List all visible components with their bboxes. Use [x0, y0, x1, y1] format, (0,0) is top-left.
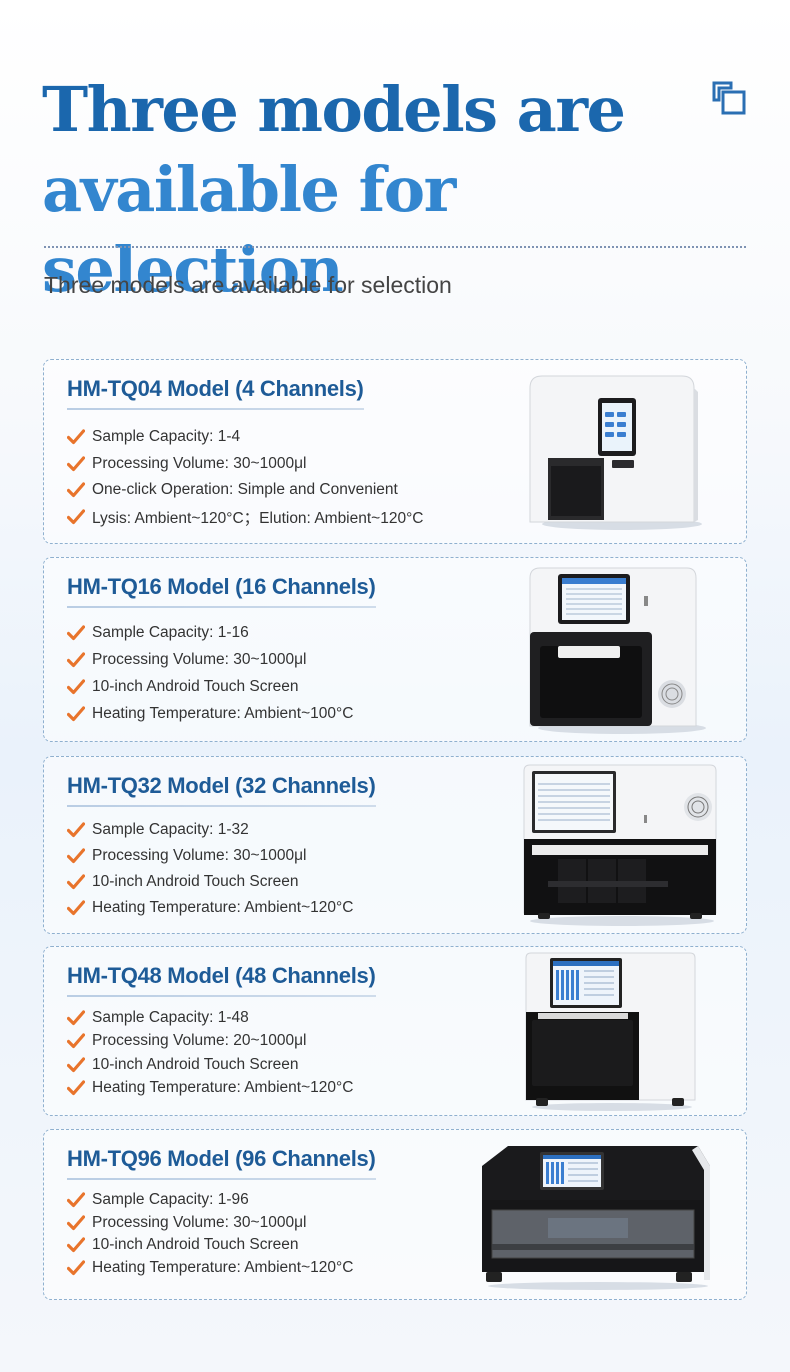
feature-text: Processing Volume: 30~1000μl	[92, 1213, 307, 1231]
check-icon	[67, 429, 85, 445]
check-icon	[67, 625, 85, 641]
model-card-tq48: HM-TQ48 Model (48 Channels) Sample Capac…	[43, 946, 747, 1116]
check-icon	[67, 509, 85, 524]
divider	[44, 246, 746, 248]
device-image-tq96	[482, 1146, 710, 1290]
hero-title: Three models are available for selection	[42, 70, 692, 310]
feature-text: Sample Capacity: 1-16	[92, 624, 249, 642]
feature-text: 10-inch Android Touch Screen	[92, 1055, 299, 1073]
feature-item: Heating Temperature: Ambient~100°C	[67, 700, 353, 727]
feature-item: 10-inch Android Touch Screen	[67, 674, 353, 701]
feature-text: Heating Temperature: Ambient~120°C	[92, 1258, 354, 1276]
check-icon	[67, 848, 85, 864]
feature-text: Processing Volume: 30~1000μl	[92, 651, 307, 669]
feature-item: Lysis: Ambient~120°C；Elution: Ambient~12…	[67, 504, 423, 531]
feature-text: Heating Temperature: Ambient~120°C	[92, 899, 354, 916]
check-icon	[67, 1260, 85, 1275]
device-image-tq04	[529, 375, 702, 530]
feature-item: Sample Capacity: 1-48	[67, 1006, 353, 1030]
feature-text: Heating Temperature: Ambient~100°C	[92, 704, 354, 722]
feature-text: Processing Volume: 30~1000μl	[92, 847, 307, 864]
feature-item: Processing Volume: 30~1000μl	[67, 1212, 353, 1235]
feature-text: Sample Capacity: 1-32	[92, 821, 249, 838]
device-image-tq16	[529, 567, 706, 734]
check-icon	[67, 1215, 85, 1230]
feature-text: Heating Temperature: Ambient~120°C	[92, 1079, 354, 1097]
feature-item: Sample Capacity: 1-4	[67, 424, 423, 451]
model-card-tq04: HM-TQ04 Model (4 Channels) Sample Capaci…	[43, 359, 747, 544]
check-icon	[67, 1237, 85, 1253]
device-image-tq32	[523, 764, 717, 926]
feature-item: Processing Volume: 30~1000μl	[67, 451, 423, 478]
model-title: HM-TQ04 Model (4 Channels)	[67, 376, 364, 410]
feature-text: One-click Operation: Simple and Convenie…	[92, 481, 398, 499]
feature-item: Processing Volume: 30~1000μl	[67, 647, 353, 674]
feature-text: Sample Capacity: 1-48	[92, 1008, 249, 1026]
check-icon	[67, 1057, 85, 1072]
feature-text: 10-inch Android Touch Screen	[92, 873, 299, 890]
feature-text: Sample Capacity: 1-4	[92, 428, 241, 446]
feature-text: Processing Volume: 30~1000μl	[92, 454, 307, 472]
model-card-tq32: HM-TQ32 Model (32 Channels) Sample Capac…	[43, 756, 747, 934]
feature-text: Processing Volume: 20~1000μl	[92, 1032, 307, 1050]
feature-text: Lysis: Ambient~120°C；Elution: Ambient~12…	[92, 509, 424, 527]
feature-list: Sample Capacity: 1-16 Processing Volume:…	[67, 620, 353, 727]
model-card-tq96: HM-TQ96 Model (96 Channels) Sample Capac…	[43, 1129, 747, 1300]
feature-text: 10-inch Android Touch Screen	[92, 1236, 299, 1254]
hero-title-line-2: available for selection	[42, 153, 456, 306]
feature-item: 10-inch Android Touch Screen	[67, 1234, 353, 1257]
feature-item: One-click Operation: Simple and Convenie…	[67, 477, 423, 504]
check-icon	[67, 679, 85, 695]
check-icon	[67, 706, 85, 721]
check-icon	[67, 822, 85, 838]
copy-icon	[712, 81, 746, 115]
feature-item: Processing Volume: 20~1000μl	[67, 1030, 353, 1054]
feature-list: Sample Capacity: 1-48 Processing Volume:…	[67, 1006, 353, 1100]
feature-text: 10-inch Android Touch Screen	[92, 677, 299, 695]
check-icon	[67, 1080, 85, 1096]
check-icon	[67, 456, 85, 471]
hero-title-line-1: Three models are	[42, 73, 626, 146]
model-title: HM-TQ32 Model (32 Channels)	[67, 773, 376, 807]
subtitle: Three models are available for selection	[44, 272, 452, 298]
check-icon	[67, 1192, 85, 1208]
feature-list: Sample Capacity: 1-32 Processing Volume:…	[67, 817, 353, 921]
check-icon	[67, 900, 85, 916]
feature-list: Sample Capacity: 1-96 Processing Volume:…	[67, 1189, 353, 1279]
feature-item: Heating Temperature: Ambient~120°C	[67, 1257, 353, 1280]
feature-list: Sample Capacity: 1-4 Processing Volume: …	[67, 424, 423, 530]
check-icon	[67, 482, 85, 498]
model-title: HM-TQ16 Model (16 Channels)	[67, 574, 376, 608]
check-icon	[67, 652, 85, 668]
check-icon	[67, 874, 85, 890]
feature-item: Heating Temperature: Ambient~120°C	[67, 1077, 353, 1101]
feature-item: Sample Capacity: 1-32	[67, 817, 353, 843]
check-icon	[67, 1010, 85, 1025]
model-card-tq16: HM-TQ16 Model (16 Channels) Sample Capac…	[43, 557, 747, 742]
feature-item: Sample Capacity: 1-16	[67, 620, 353, 647]
model-title: HM-TQ96 Model (96 Channels)	[67, 1146, 376, 1180]
device-image-tq48	[525, 952, 696, 1111]
feature-item: 10-inch Android Touch Screen	[67, 869, 353, 895]
model-title: HM-TQ48 Model (48 Channels)	[67, 963, 376, 997]
feature-item: Processing Volume: 30~1000μl	[67, 843, 353, 869]
feature-item: Sample Capacity: 1-96	[67, 1189, 353, 1212]
check-icon	[67, 1033, 85, 1049]
feature-text: Sample Capacity: 1-96	[92, 1191, 249, 1209]
feature-item: 10-inch Android Touch Screen	[67, 1053, 353, 1077]
feature-item: Heating Temperature: Ambient~120°C	[67, 895, 353, 921]
